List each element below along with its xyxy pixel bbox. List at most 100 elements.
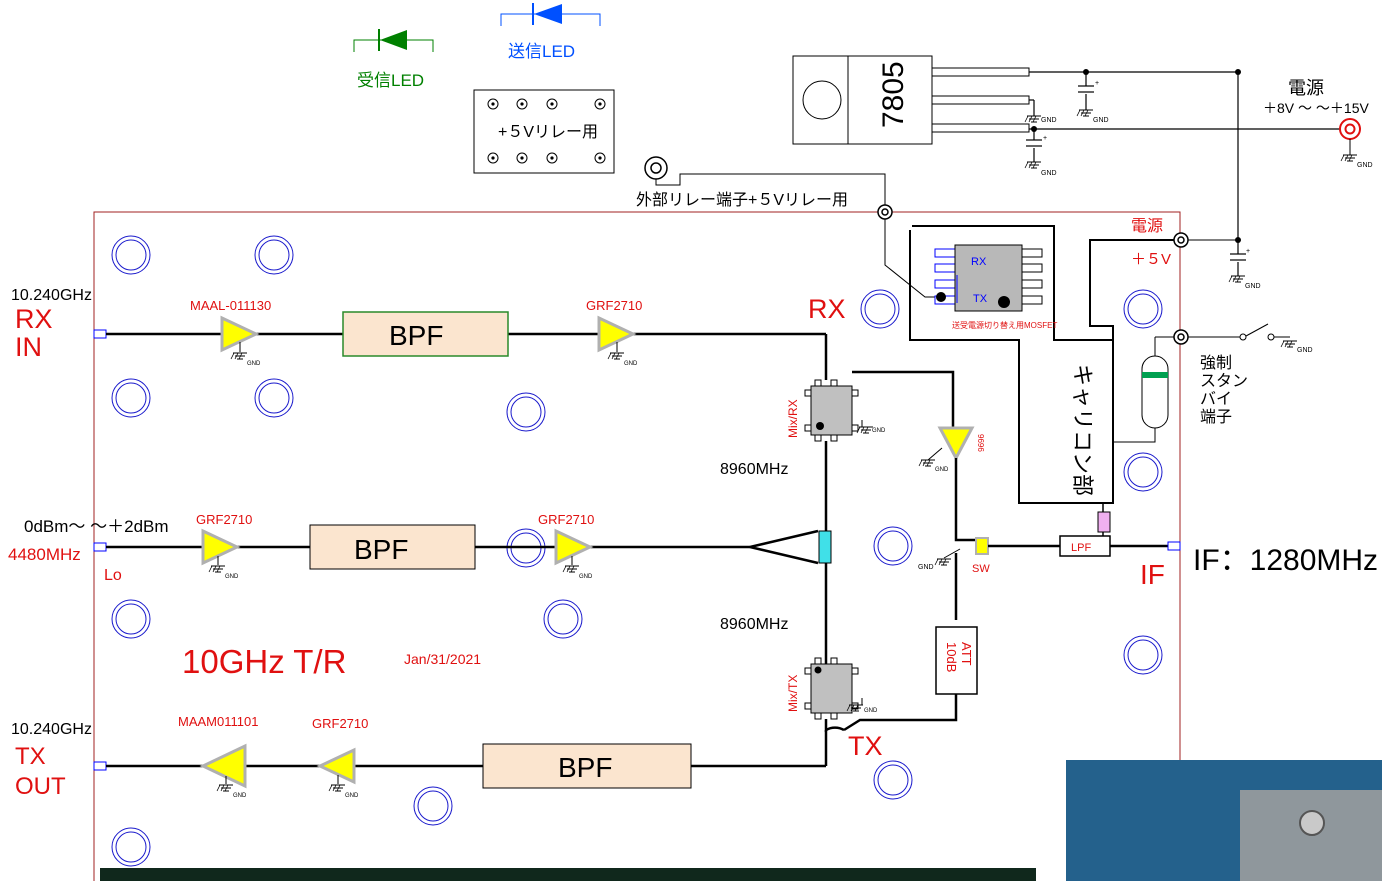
tx-chain-wiring	[106, 730, 828, 768]
regulator-label: 7805	[877, 61, 910, 128]
att-label-2: 10dB	[944, 642, 959, 672]
att-wiring	[843, 694, 958, 732]
tx-freq: 10.240GHz	[11, 721, 92, 738]
if-amp-label: 9696	[976, 434, 985, 452]
grf-lo1-label: GRF2710	[196, 512, 252, 527]
standby-terminal	[1113, 323, 1290, 443]
lpf-wiring	[1097, 503, 1168, 548]
photo-strip	[100, 868, 1036, 881]
tx-led-label: 送信LED	[508, 42, 575, 61]
lo-splitter	[818, 530, 832, 564]
if-amp	[927, 426, 975, 462]
lo-freq: 4480MHz	[8, 545, 81, 564]
power-input-connector	[1339, 118, 1361, 155]
tx-out-2: OUT	[15, 773, 66, 800]
ext-relay-connector	[877, 204, 942, 298]
att-label-1: ATT	[959, 642, 974, 666]
grf-tx-label: GRF2710	[312, 716, 368, 731]
relay-label: +５Vリレー用	[498, 124, 598, 141]
if-port	[1167, 541, 1181, 551]
grf-rx-label: GRF2710	[586, 298, 642, 313]
ext-relay-label: 外部リレー端子+５Vリレー用	[636, 191, 848, 209]
if-switch	[943, 537, 1060, 620]
ext-relay-terminal	[644, 156, 886, 208]
rx-label: RX	[808, 294, 846, 324]
rx-port	[93, 329, 107, 339]
photo-screw	[1299, 810, 1325, 836]
inner-power-label: 電源	[1131, 217, 1163, 235]
standby-4: 端子	[1200, 408, 1232, 426]
regulator-wiring	[1029, 71, 1340, 276]
lo-amp-2	[554, 528, 594, 566]
diagram-title: 10GHz T/R	[182, 643, 346, 680]
rx-bpf	[342, 311, 509, 357]
freq-a: 8960MHz	[720, 461, 788, 478]
standby-2: スタン	[1200, 372, 1248, 390]
svg-text:GND: GND	[935, 467, 949, 473]
grf-lo2-label: GRF2710	[538, 512, 594, 527]
power-gnd: GND	[1357, 162, 1373, 169]
lo-amp-1	[201, 528, 241, 566]
mounting-holes	[111, 235, 1163, 867]
mix-tx-label: Mix/TX	[786, 675, 800, 712]
maal-label: MAAL-011130	[190, 298, 271, 313]
tx-label: TX	[848, 731, 883, 761]
inner-power-value: ＋５V	[1131, 251, 1171, 268]
mosfet-ic	[934, 244, 1043, 312]
inner-power-connector	[1173, 232, 1238, 248]
lo-port	[93, 542, 107, 552]
svg-text:GND: GND	[345, 793, 359, 799]
maam-label: MAAM011101	[178, 714, 258, 729]
mix-rx-label: Mix/RX	[786, 399, 800, 438]
svg-text:GND: GND	[225, 574, 239, 580]
mix-rx-if-wiring	[824, 370, 955, 531]
power-range: ＋8V ～ ～＋15V	[1263, 100, 1369, 116]
tx-amp-grf	[316, 747, 356, 785]
relay-symbol	[473, 89, 615, 174]
svg-text:GND: GND	[624, 361, 638, 367]
rx-in-1: RX	[15, 304, 53, 334]
svg-text:+: +	[1246, 248, 1250, 255]
rx-freq: 10.240GHz	[11, 287, 92, 304]
diagram-date: Jan/31/2021	[404, 651, 481, 667]
rx-in-2: IN	[15, 332, 42, 362]
mosfet-label: 送受電源切り替え用MOSFET	[952, 320, 1057, 330]
if-tag: IF	[1140, 559, 1165, 590]
svg-text:GND: GND	[1297, 347, 1313, 354]
tx-led-symbol	[500, 3, 601, 26]
tx-port	[93, 761, 107, 771]
rx-led-symbol	[353, 29, 434, 52]
regulator-7805	[792, 55, 1030, 145]
standby-1: 強制	[1200, 354, 1232, 372]
svg-text:GND: GND	[864, 708, 878, 714]
carrycon-wiring	[909, 225, 1174, 504]
svg-text:GND: GND	[579, 574, 593, 580]
rx-bpf-label: BPF	[389, 320, 443, 351]
board-outline	[93, 211, 1181, 881]
lpf-label: LPF	[1071, 542, 1091, 554]
lo-tag: Lo	[104, 567, 122, 584]
freq-b: 8960MHz	[720, 616, 788, 633]
carrycon-label: キャリコン部	[1070, 364, 1095, 496]
svg-text:GND: GND	[1093, 117, 1109, 124]
svg-text:GND: GND	[918, 564, 934, 571]
svg-text:GND: GND	[233, 793, 247, 799]
svg-text:GND: GND	[872, 428, 886, 434]
lo-level: 0dBm～ ～＋2dBm	[24, 517, 169, 536]
mosfet-rx: RX	[971, 256, 987, 268]
power-label: 電源	[1288, 78, 1324, 98]
svg-text:GND: GND	[1041, 117, 1057, 124]
svg-text:GND: GND	[247, 361, 261, 367]
mosfet-tx: TX	[973, 293, 988, 305]
standby-3: バイ	[1200, 391, 1232, 408]
tx-out-1: TX	[15, 743, 46, 770]
tx-bpf-label: BPF	[558, 752, 612, 783]
rx-amp-grf	[597, 315, 637, 353]
svg-text:GND: GND	[1245, 283, 1261, 290]
if-freq: IF：1280MHz	[1193, 544, 1378, 577]
svg-text:GND: GND	[1041, 170, 1057, 177]
svg-text:+: +	[1095, 80, 1099, 87]
mix-tx	[804, 657, 859, 720]
sw-label: SW	[972, 563, 990, 575]
